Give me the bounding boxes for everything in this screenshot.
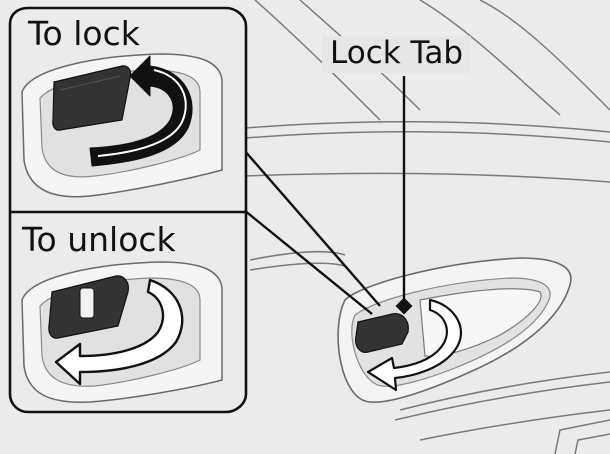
lock-inset-illustration <box>21 53 223 198</box>
lock-tab-pointer <box>395 76 413 315</box>
to-lock-label: To lock <box>28 14 140 53</box>
door-panel <box>244 0 610 454</box>
to-unlock-label: To unlock <box>22 220 176 259</box>
lock-tab-label: Lock Tab <box>322 36 472 73</box>
unlock-inset-illustration <box>21 261 223 403</box>
unlock-arrow-main <box>366 298 462 392</box>
lock-tab <box>355 313 409 353</box>
leader-lines <box>243 149 381 315</box>
